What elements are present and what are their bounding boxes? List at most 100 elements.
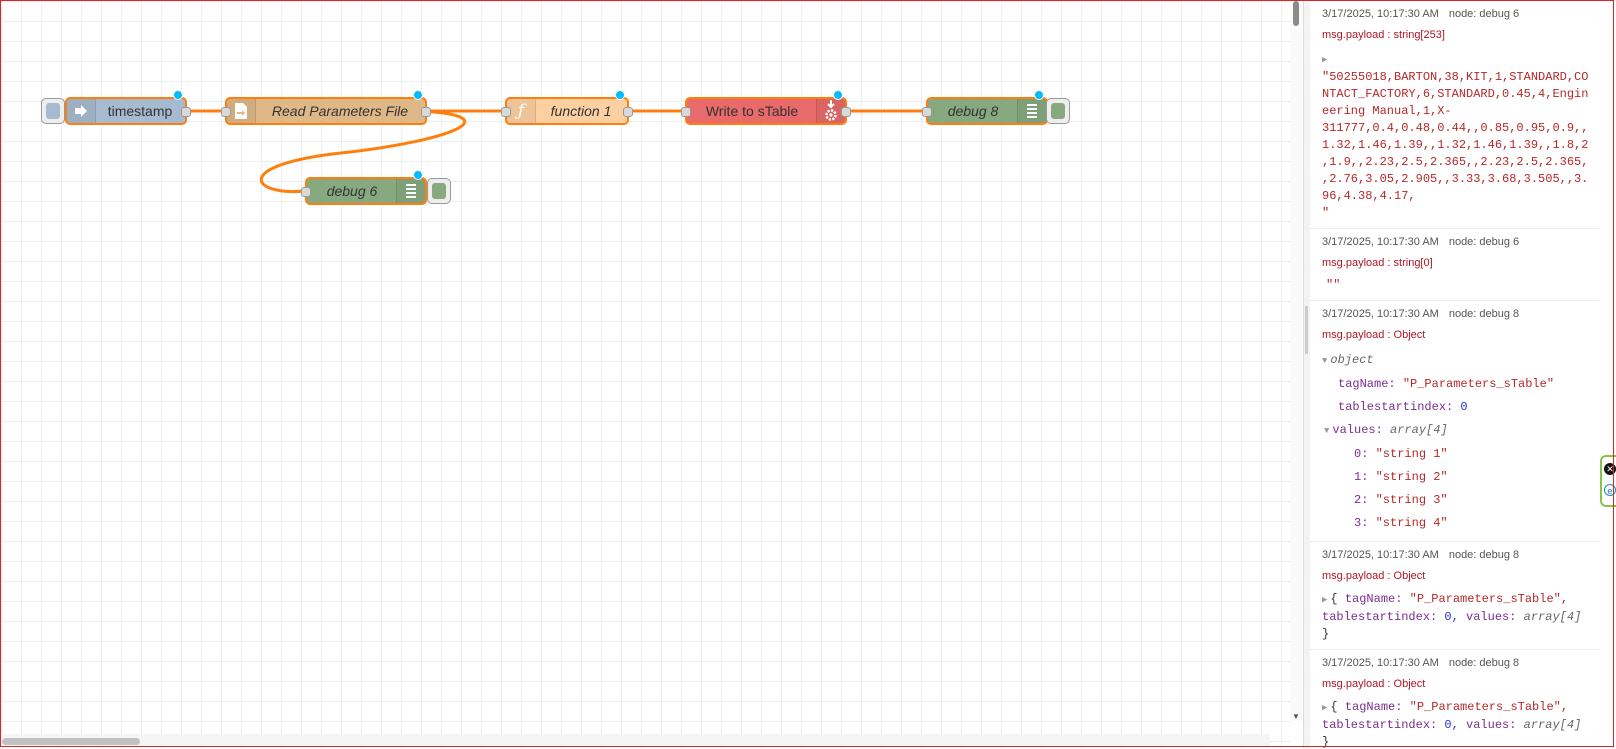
property-key: values: <box>1466 610 1517 624</box>
payload-type: msg.payload : Object <box>1322 678 1426 690</box>
debug-list-icon <box>396 179 425 203</box>
array-index: 1: <box>1354 470 1369 484</box>
brace-open: { <box>1330 700 1338 714</box>
payload-type: msg.payload : Object <box>1322 570 1426 582</box>
debug-8-toggle-button[interactable] <box>1046 98 1070 124</box>
output-port[interactable] <box>421 107 431 117</box>
changed-indicator <box>615 90 625 100</box>
string-value[interactable]: "50255018,BARTON,38,KIT,1,STANDARD,CO NT… <box>1322 69 1594 222</box>
collapsed-object[interactable]: ▶{ tagName: "P_Parameters_sTable", table… <box>1322 591 1594 643</box>
message-timestamp: 3/17/2025, 10:17:30 AM <box>1322 657 1439 669</box>
property-type: array[4] <box>1523 610 1582 624</box>
message-node-link[interactable]: node: debug 8 <box>1448 657 1520 669</box>
edit-circle-icon[interactable]: e <box>1604 484 1616 496</box>
gear-download-icon <box>816 99 845 123</box>
payload-type: msg.payload : string[0] <box>1322 257 1433 269</box>
object-tree[interactable]: ▼object tagName: "P_Parameters_sTable" t… <box>1322 349 1594 535</box>
inject-arrow-icon <box>67 99 96 123</box>
array-value: "string 4" <box>1375 516 1448 530</box>
input-port[interactable] <box>922 107 932 117</box>
node-label: debug 6 <box>326 183 378 199</box>
changed-indicator <box>413 90 423 100</box>
message-node-link[interactable]: node: debug 8 <box>1448 308 1520 320</box>
tree-root[interactable]: ▼object <box>1322 349 1594 373</box>
output-port[interactable] <box>841 107 851 117</box>
property-key: tagName: <box>1338 377 1396 391</box>
canvas-vertical-scrollbar[interactable]: ▼ <box>1290 1 1302 721</box>
array-index: 3: <box>1354 516 1369 530</box>
message-node-link[interactable]: node: debug 8 <box>1448 549 1520 561</box>
input-port[interactable] <box>301 187 311 197</box>
input-port[interactable] <box>681 107 691 117</box>
property-key: values: <box>1332 423 1383 437</box>
array-index: 2: <box>1354 493 1369 507</box>
node-debug-6[interactable]: debug 6 <box>301 170 427 205</box>
debug-message[interactable]: 3/17/2025, 10:17:30 AM node: debug 8 msg.… <box>1310 650 1600 748</box>
node-function-1[interactable]: ƒ function 1 <box>501 90 633 125</box>
node-timestamp[interactable]: timestamp <box>65 90 191 125</box>
array-value: "string 2" <box>1375 470 1448 484</box>
payload-type: msg.payload : Object <box>1322 329 1426 341</box>
collapsed-object[interactable]: ▶{ tagName: "P_Parameters_sTable", table… <box>1322 699 1594 748</box>
close-circle-icon[interactable]: ✕ <box>1604 463 1616 475</box>
array-item: 2: "string 3" <box>1322 489 1594 512</box>
debug-list-icon <box>1017 99 1046 123</box>
node-label: Read Parameters File <box>271 103 409 119</box>
changed-indicator <box>413 170 423 180</box>
scroll-down-arrow-icon[interactable]: ▼ <box>1292 712 1300 721</box>
message-node-link[interactable]: node: debug 6 <box>1448 236 1520 248</box>
array-item: 1: "string 2" <box>1322 466 1594 489</box>
property-key: values: <box>1466 718 1517 732</box>
string-value[interactable]: "" <box>1326 278 1341 292</box>
file-in-icon <box>227 99 256 123</box>
brace-close: } <box>1322 627 1330 641</box>
message-timestamp: 3/17/2025, 10:17:30 AM <box>1322 549 1439 561</box>
inject-trigger-button[interactable] <box>41 98 65 124</box>
debug-6-toggle-button[interactable] <box>427 178 451 204</box>
node-read-parameters-file[interactable]: Read Parameters File <box>221 90 431 125</box>
message-meta: 3/17/2025, 10:17:30 AM node: debug 8 <box>1322 547 1594 563</box>
tree-property-expandable[interactable]: ▼values: array[4] <box>1322 419 1594 443</box>
root-type: object <box>1330 353 1374 367</box>
brace-close: } <box>1322 735 1330 748</box>
string-line: ,1.9,,2.23,2.5,2.365,,2.23,2.5,2.365, <box>1322 155 1589 169</box>
property-key: tablestartindex: <box>1338 400 1454 414</box>
array-value: "string 1" <box>1375 447 1448 461</box>
collapse-caret-icon[interactable]: ▼ <box>1322 356 1328 366</box>
string-line: 1.32,1.46,1.39,,1.32,1.46,1.39,,1.8,2 <box>1322 138 1589 152</box>
property-value: "P_Parameters_sTable", <box>1409 592 1569 606</box>
output-port[interactable] <box>181 107 191 117</box>
string-line: ,2.76,3.05,2.905,,3.33,3.68,3.505,,3. <box>1322 172 1589 186</box>
wire-read-file-to-debug6[interactable] <box>259 109 467 194</box>
flow-canvas[interactable]: timestamp Read Parameters File ƒ functio… <box>1 1 1291 748</box>
node-write-to-stable[interactable]: Write to sTable <box>681 90 851 125</box>
canvas-horizontal-scrollbar[interactable] <box>0 734 1270 747</box>
node-debug-8[interactable]: debug 8 <box>922 90 1048 125</box>
expand-caret-icon[interactable]: ▶ <box>1322 55 1328 65</box>
resize-grip[interactable] <box>1305 306 1308 354</box>
input-port[interactable] <box>221 107 231 117</box>
input-port[interactable] <box>501 107 511 117</box>
output-port[interactable] <box>623 107 633 117</box>
debug-message[interactable]: 3/17/2025, 10:17:30 AM node: debug 8 msg.… <box>1310 542 1600 650</box>
message-node-link[interactable]: node: debug 6 <box>1448 8 1520 20</box>
expand-caret-icon[interactable]: ▶ <box>1322 595 1328 605</box>
scrollbar-thumb[interactable] <box>1293 1 1299 26</box>
payload-type: msg.payload : string[253] <box>1322 29 1445 41</box>
string-line: " <box>1322 206 1330 220</box>
expand-caret-icon[interactable]: ▶ <box>1322 703 1328 713</box>
node-label: Write to sTable <box>705 103 799 119</box>
tree-property: tagName: "P_Parameters_sTable" <box>1322 373 1594 396</box>
floating-tool-tab[interactable]: ✕ e <box>1600 455 1616 507</box>
scrollbar-thumb[interactable] <box>2 738 140 745</box>
changed-indicator <box>173 90 183 100</box>
wires-layer <box>186 109 926 194</box>
collapse-caret-icon[interactable]: ▼ <box>1324 426 1330 436</box>
